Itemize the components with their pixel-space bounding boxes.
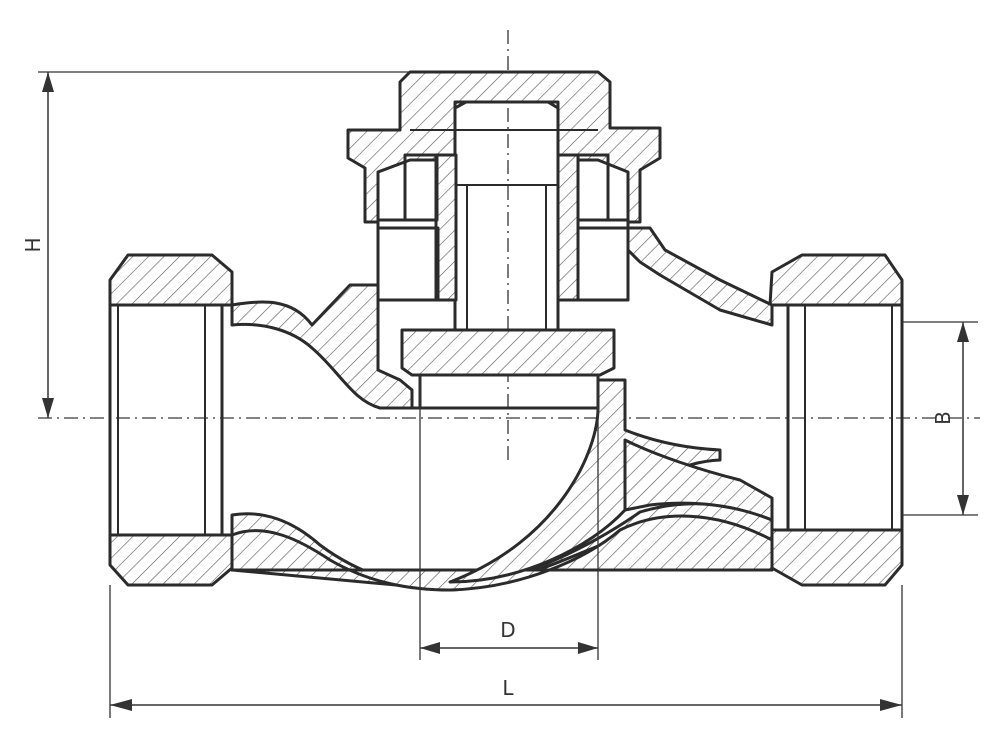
- dimension-b-label: B: [931, 411, 955, 425]
- right-thread-bore: [786, 303, 904, 532]
- left-thread-bore: [108, 303, 224, 537]
- right-port-lower-section: [768, 528, 904, 587]
- body-upper-left-wall: [230, 283, 414, 410]
- bonnet-cap-section: [346, 70, 662, 224]
- right-port-upper-section: [768, 253, 904, 307]
- body-lower-wall-fill: [230, 514, 774, 592]
- left-port-lower-section: [108, 533, 234, 587]
- disc-face: [418, 373, 600, 410]
- sleeve-flange-left: [403, 153, 439, 222]
- dimension-l-label: L: [502, 676, 514, 700]
- valve-stem: [453, 100, 560, 339]
- body-right-lower-wall: [623, 438, 774, 522]
- left-port-upper-section: [108, 253, 234, 307]
- body-neck-right: [576, 226, 630, 302]
- body-upper-right-wall: [626, 226, 774, 327]
- valve-seat-wall: [448, 378, 722, 584]
- dimension-h-label: H: [21, 237, 45, 252]
- sleeve-flange-right: [576, 153, 610, 222]
- dimension-d-label: D: [500, 618, 515, 642]
- valve-disc: [400, 328, 616, 377]
- body-neck-left: [376, 226, 440, 302]
- guide-sleeve-right: [556, 153, 580, 302]
